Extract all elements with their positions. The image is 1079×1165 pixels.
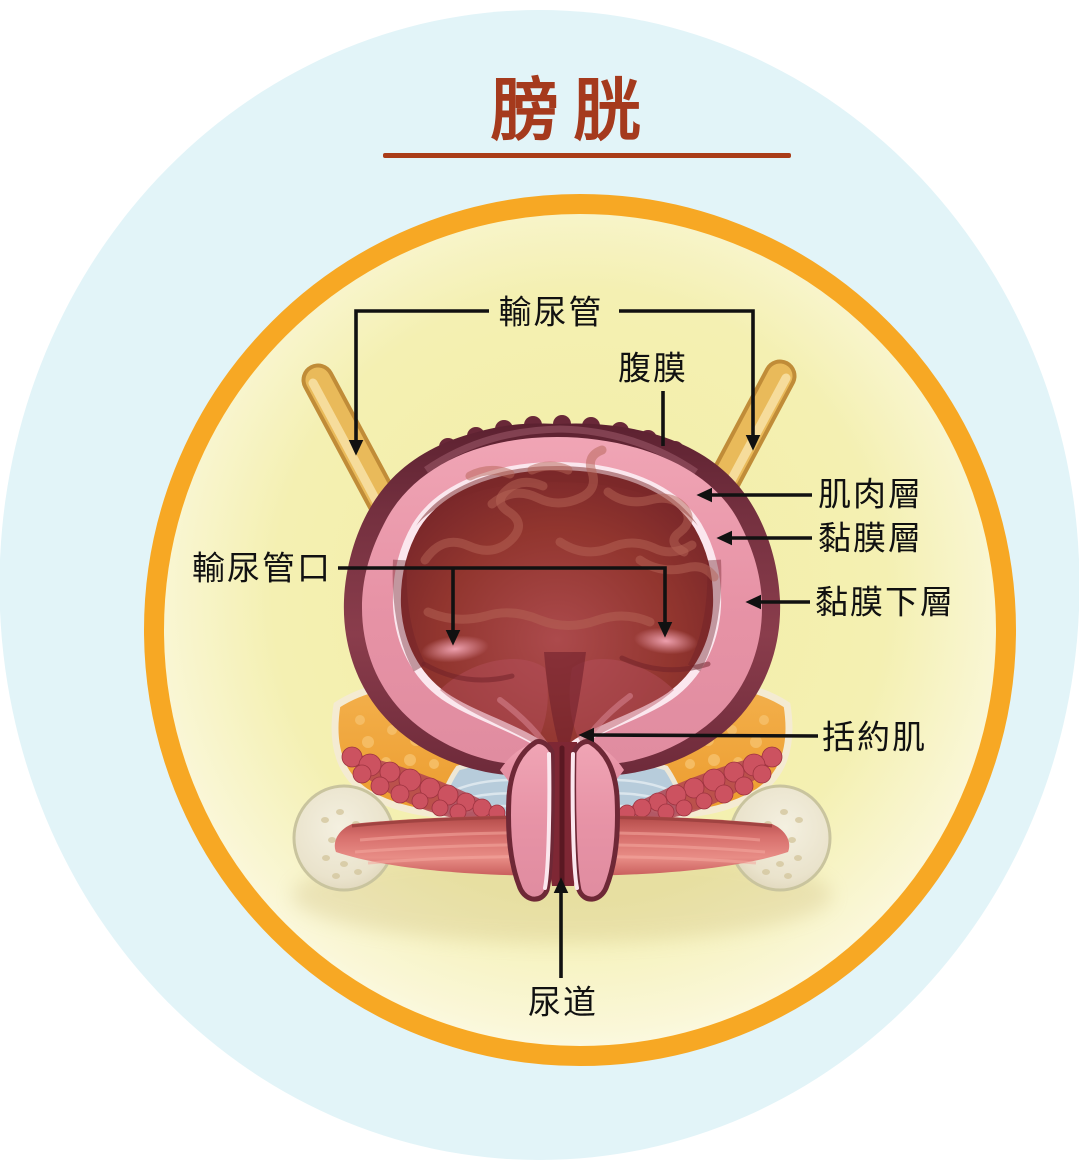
urethra-tube <box>500 739 624 902</box>
label-sphincter: 括約肌 <box>822 717 927 757</box>
ureteral-orifice-right <box>634 627 698 655</box>
label-mucosa-layer: 黏膜層 <box>818 518 923 558</box>
label-ureteral-orifice: 輸尿管口 <box>192 548 332 588</box>
label-peritoneum: 腹膜 <box>618 348 688 388</box>
label-ureter: 輸尿管 <box>498 292 604 332</box>
page-title: 膀胱 <box>490 72 656 151</box>
ureteral-orifice-left <box>421 635 489 663</box>
title-underline <box>383 153 791 158</box>
label-muscle-layer: 肌肉層 <box>818 474 923 514</box>
label-urethra: 尿道 <box>528 982 598 1022</box>
label-submucosa-layer: 黏膜下層 <box>815 582 955 622</box>
annotation-lines <box>338 309 819 978</box>
bladder-body <box>343 415 781 775</box>
